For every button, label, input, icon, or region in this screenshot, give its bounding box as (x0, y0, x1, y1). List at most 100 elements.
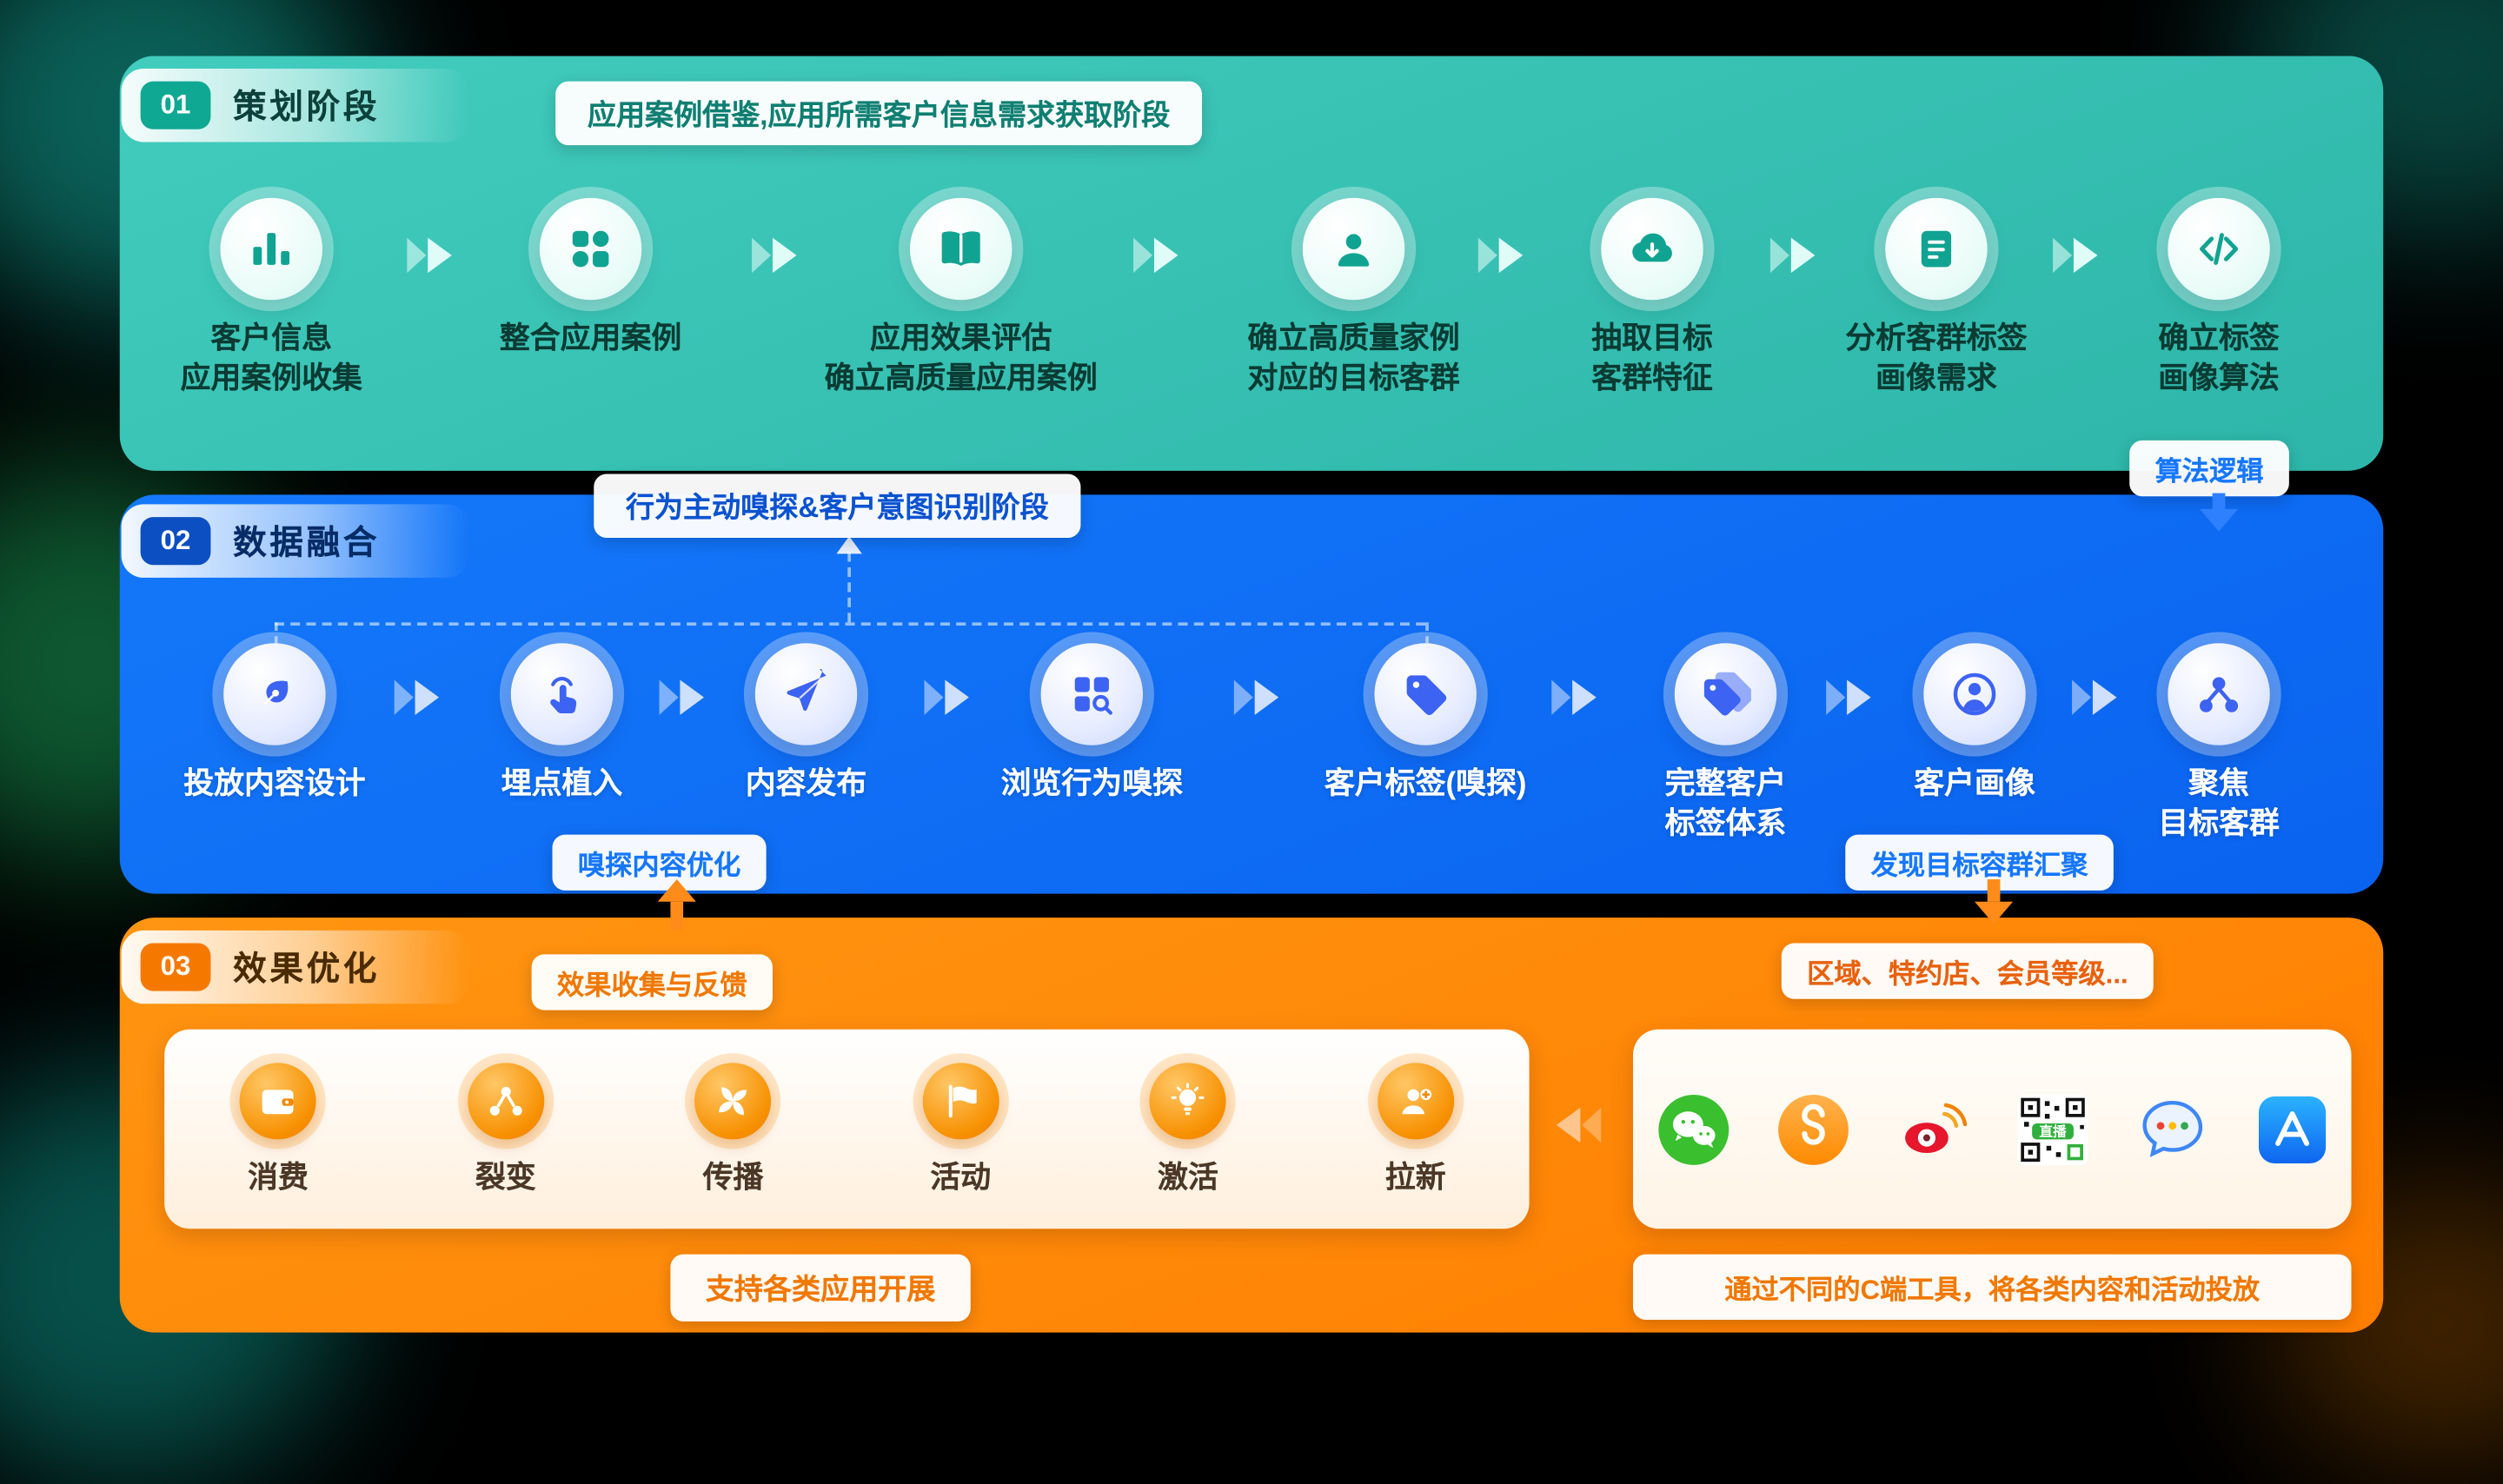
arrow-right-icon (1769, 236, 1820, 275)
step-label: 客户信息 应用案例收集 (180, 322, 362, 396)
arrow-left-icon (1551, 1106, 1603, 1144)
step-item: 投放内容设计 (91, 643, 458, 805)
phase-number-badge: 01 (140, 81, 211, 129)
algorithm-logic-tag: 算法逻辑 (2129, 440, 2289, 497)
send-icon (754, 643, 858, 745)
step-item: 客户信息 应用案例收集 (88, 197, 455, 400)
step-item: 内容发布 (622, 643, 989, 805)
user-icon (1302, 197, 1405, 301)
app-label: 拉新 (1384, 1161, 1446, 1195)
dashed-connector (274, 622, 1426, 626)
arrow-right-icon (406, 236, 457, 275)
arrow-down-icon (1975, 879, 2014, 924)
step-item: 抽取目标 客群特征 (1469, 197, 1836, 400)
app-item: 活动 (922, 1062, 999, 1196)
step-label: 客户画像 (1914, 767, 2035, 802)
code-icon (2168, 197, 2270, 301)
spread-icon (694, 1062, 772, 1139)
modules-icon (539, 197, 642, 301)
step-label: 应用效果评估 确立高质量应用案例 (824, 322, 1098, 396)
segments-tag: 区域、特约店、会员等级... (1781, 943, 2154, 999)
cloud-download-icon (1601, 197, 1703, 301)
step-label: 浏览行为嗅探 (1000, 767, 1184, 802)
step-label: 投放内容设计 (183, 767, 366, 802)
user-add-icon (1377, 1062, 1454, 1139)
app-item: 裂变 (467, 1062, 544, 1196)
open-book-icon (909, 197, 1012, 301)
step-label: 抽取目标 客群特征 (1591, 322, 1713, 396)
phase-title: 数据融合 (233, 525, 381, 562)
tools-card: 直播 (1632, 1029, 2352, 1229)
phase-title: 效果优化 (233, 951, 381, 988)
arrow-right-icon (1132, 236, 1183, 275)
tap-icon (510, 643, 614, 745)
app-label: 激活 (1158, 1161, 1218, 1195)
step-item: 埋点植入 (378, 643, 745, 805)
step-label: 内容发布 (745, 767, 867, 802)
arrow-right-icon (750, 236, 801, 275)
step-item: 客户画像 (1791, 643, 2158, 805)
step-label: 分析客群标签 画像需求 (1845, 322, 2028, 396)
arrow-right-icon (393, 679, 444, 717)
step-item: 浏览行为嗅探 (908, 643, 1275, 805)
arrow-right-icon (1477, 236, 1528, 275)
phase-number-badge: 03 (140, 943, 211, 991)
arrow-down-icon (2200, 493, 2239, 532)
app-label: 传播 (702, 1161, 764, 1195)
step-label: 确立高质量家例 对应的目标客群 (1247, 322, 1460, 396)
network-icon (2168, 643, 2270, 745)
step-label: 确立标签 画像算法 (2158, 322, 2280, 396)
app-item: 拉新 (1377, 1062, 1454, 1196)
flag-icon (922, 1062, 999, 1139)
app-item: 消费 (239, 1062, 317, 1196)
target-gather-tag: 发现目标容群汇聚 (1845, 834, 2114, 891)
phase-2-header: 02 数据融合 (121, 504, 469, 578)
step-item: 确立高质量家例 对应的目标客群 (1170, 197, 1537, 400)
arrow-up-icon (836, 536, 862, 554)
phase-title: 策划阶段 (233, 89, 381, 127)
caption-applications: 支持各类应用开展 (670, 1254, 971, 1322)
svg-text:直播: 直播 (2039, 1122, 2067, 1138)
arrow-right-icon (2070, 679, 2121, 717)
arrow-right-icon (2051, 236, 2102, 275)
browse-icon (1040, 643, 1144, 745)
qrcode-live-icon: 直播 (2015, 1092, 2088, 1165)
wechat-icon (1656, 1092, 1730, 1165)
step-item: 应用效果评估 确立高质量应用案例 (777, 197, 1144, 400)
split-icon (467, 1062, 544, 1139)
profile-icon (1923, 643, 2026, 745)
app-label: 裂变 (475, 1161, 536, 1195)
tag-icon (1374, 643, 1477, 745)
arrow-right-icon (1824, 679, 1876, 717)
mini-program-icon (1776, 1092, 1849, 1165)
pen-icon (223, 643, 326, 745)
step-label: 聚焦 目标客群 (2158, 767, 2280, 842)
phase-1-header: 01 策划阶段 (121, 68, 469, 142)
bulb-icon (1149, 1062, 1227, 1139)
step-item: 分析客群标签 画像需求 (1753, 197, 2120, 400)
tags-icon (1674, 643, 1777, 745)
chat-icon (2135, 1092, 2208, 1165)
arrow-right-icon (1232, 679, 1284, 717)
arrow-right-icon (1550, 679, 1601, 717)
document-icon (1885, 197, 1988, 301)
dashed-connector (1425, 622, 1429, 646)
app-item: 传播 (694, 1062, 772, 1196)
arrow-up-icon (657, 879, 696, 931)
step-label: 埋点植入 (501, 767, 623, 802)
phase-1-callout: 应用案例借鉴,应用所需客户信息需求获取阶段 (555, 81, 1203, 146)
step-item: 整合应用案例 (407, 197, 773, 360)
appstore-icon (2254, 1092, 2327, 1165)
feedback-tag: 效果收集与反馈 (531, 954, 773, 1010)
arrow-right-icon (923, 679, 974, 717)
step-label: 整合应用案例 (499, 322, 682, 356)
bar-chart-icon (220, 197, 323, 301)
step-item: 聚焦 目标客群 (2035, 643, 2402, 845)
wallet-icon (239, 1062, 317, 1139)
weibo-icon (1896, 1092, 1969, 1165)
phase-1-band (119, 56, 2384, 471)
step-label: 客户标签(嗅探) (1324, 767, 1527, 802)
step-item: 确立标签 画像算法 (2035, 197, 2402, 400)
app-label: 消费 (248, 1161, 309, 1195)
